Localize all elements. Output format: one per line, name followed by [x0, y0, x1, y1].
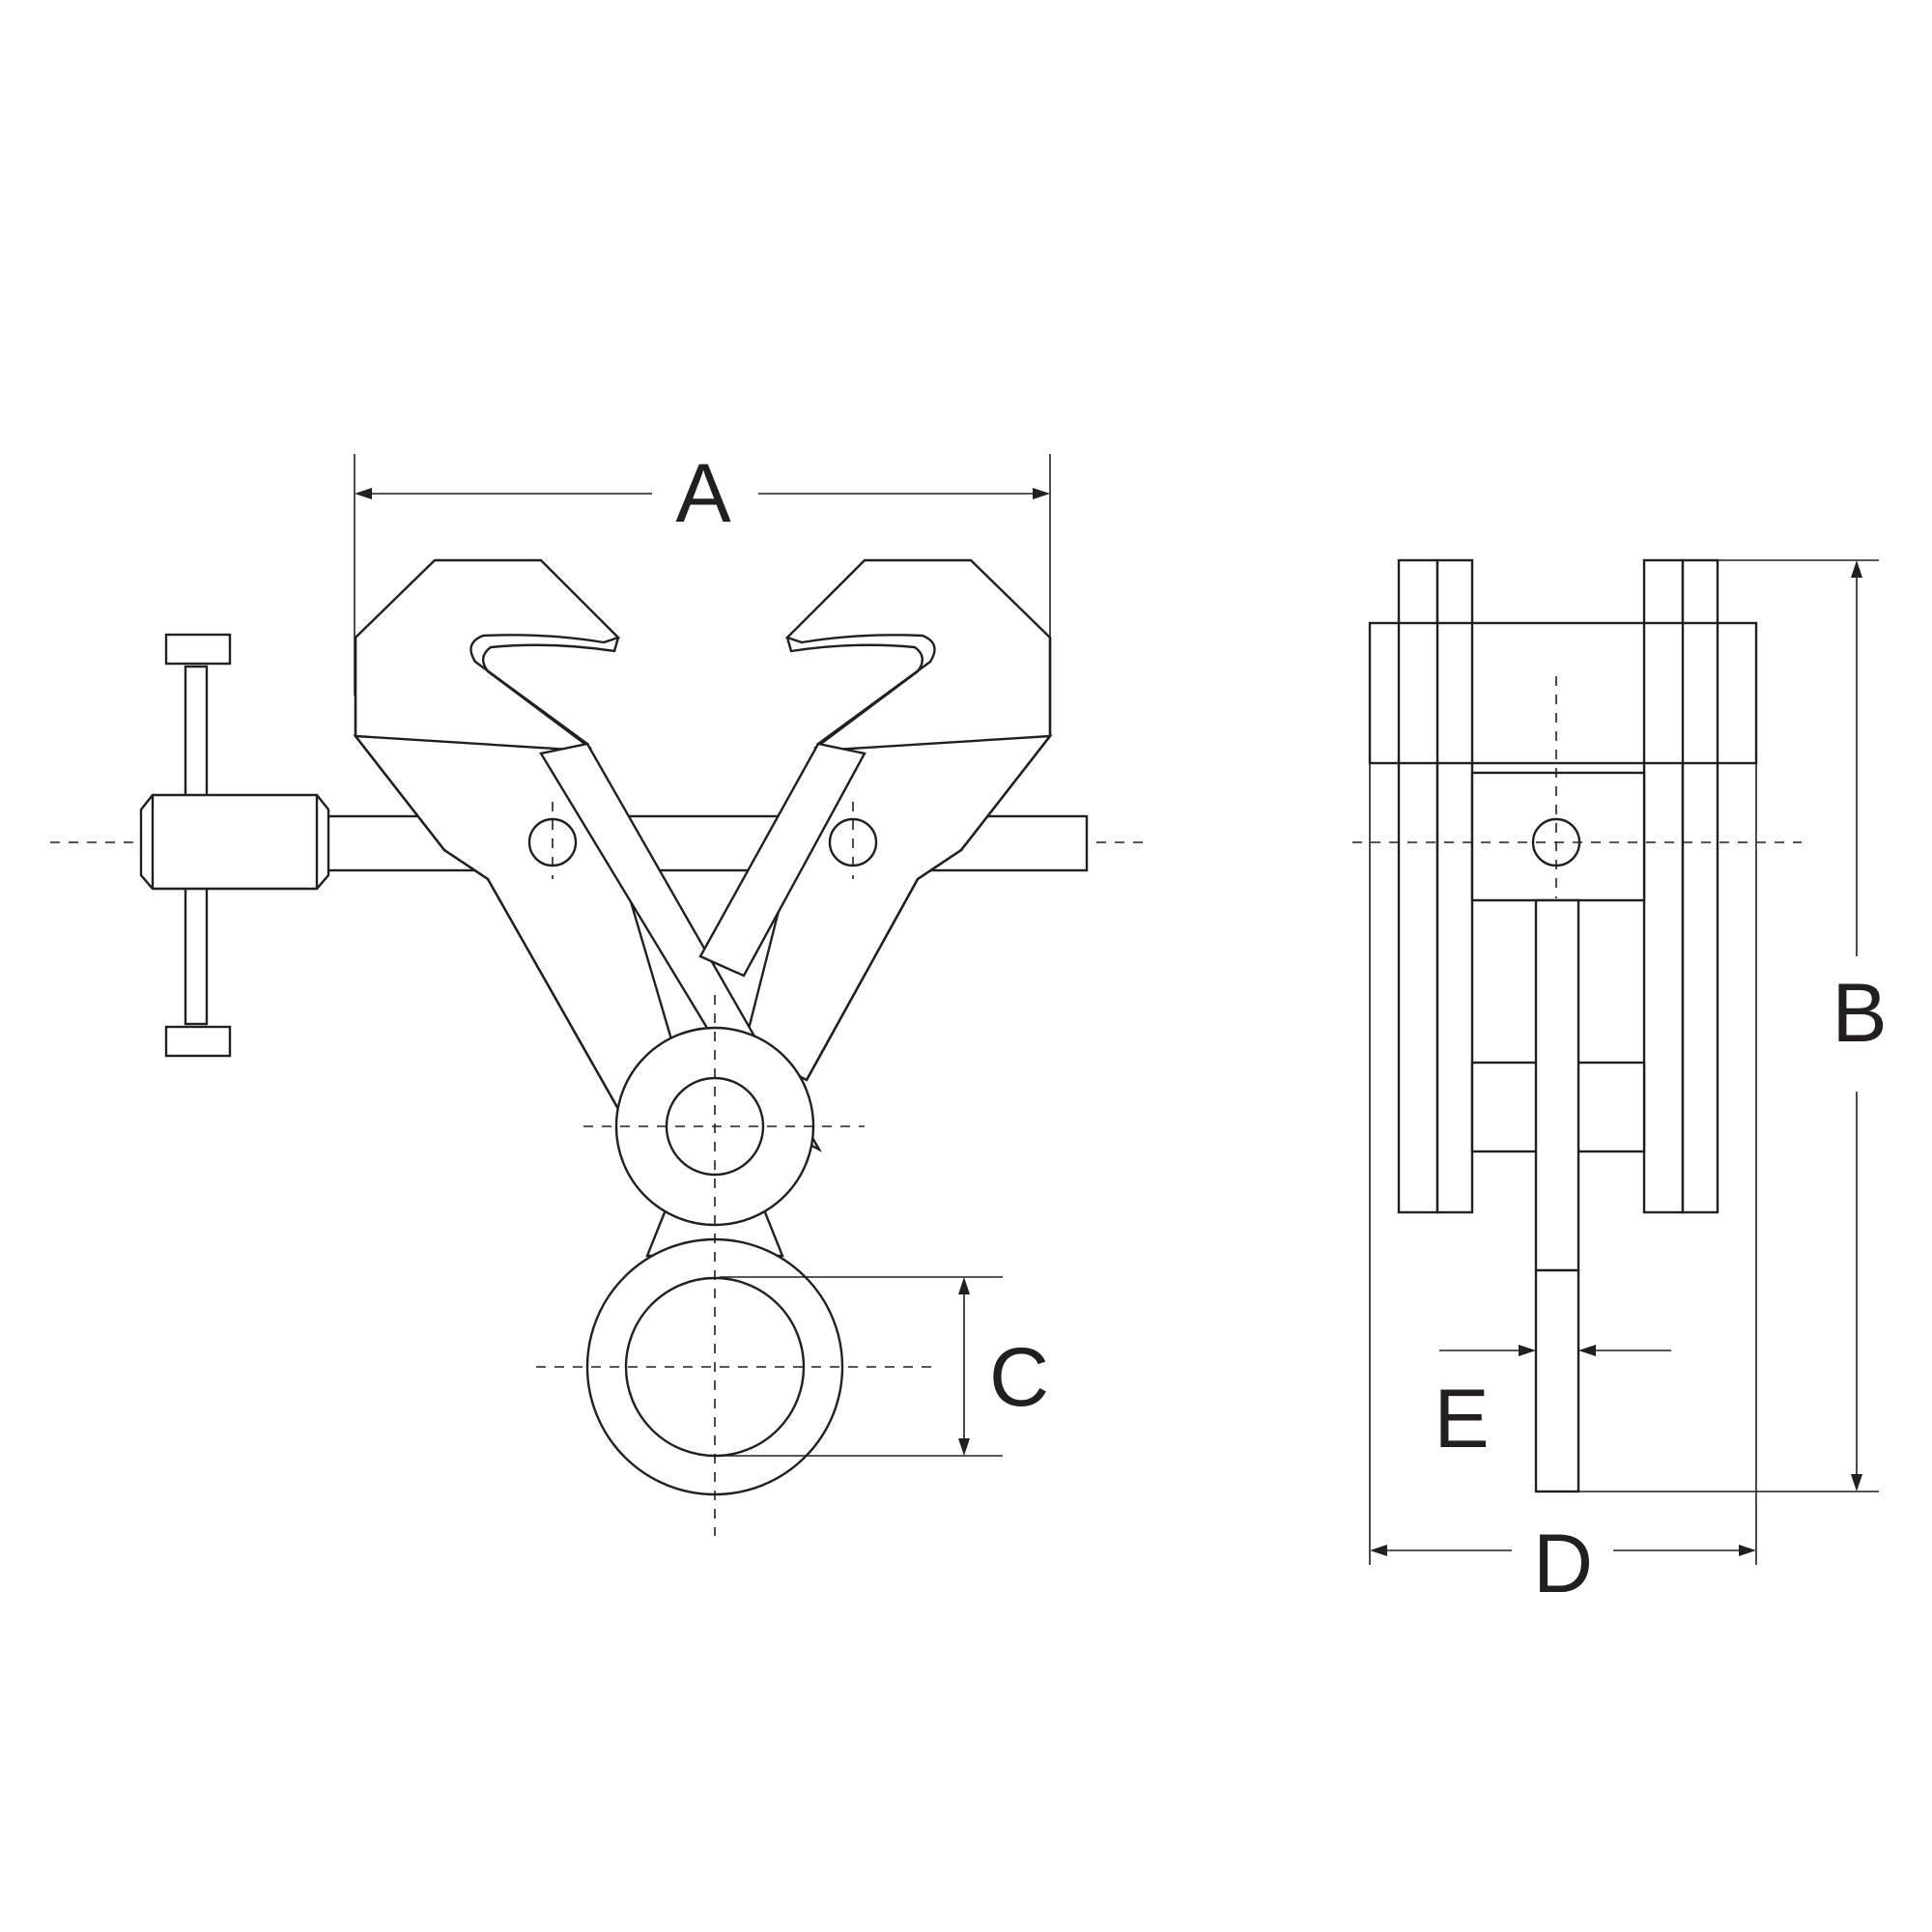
dimension-c: C	[720, 1276, 1049, 1457]
dimension-b: B	[1578, 559, 1888, 1492]
label-e: E	[1434, 1373, 1489, 1465]
label-a: A	[675, 447, 731, 540]
label-c: C	[989, 1331, 1049, 1424]
right-arm	[742, 734, 1053, 1082]
arm-cross-strip-right	[698, 742, 867, 978]
left-arm	[353, 734, 683, 1111]
dimension-d: D	[1370, 1518, 1756, 1610]
side-view: B D E	[1352, 558, 1888, 1610]
top-cross-block	[1368, 621, 1758, 765]
left-hook-edge	[482, 637, 620, 750]
t-handle-bottom-cap	[164, 1025, 232, 1058]
t-handle-top-cap	[164, 633, 232, 666]
dimension-a: A	[354, 447, 1051, 696]
front-view: A C	[50, 447, 1150, 1536]
dimension-e: E	[1434, 1345, 1671, 1465]
right-hook-edge	[785, 637, 923, 750]
label-d: D	[1533, 1518, 1593, 1610]
center-eye-plate	[1534, 898, 1580, 1493]
label-b: B	[1832, 967, 1887, 1060]
handle-boss	[139, 793, 330, 891]
